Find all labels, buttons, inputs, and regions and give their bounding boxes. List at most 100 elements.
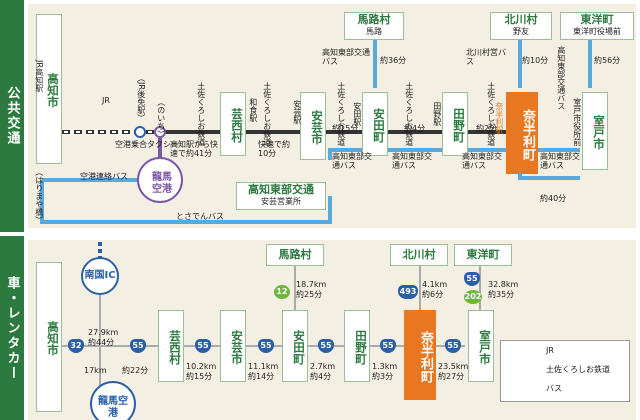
- dist-umaji: 18.7km: [296, 280, 327, 289]
- yasuda-name-bottom: 安田町: [292, 330, 306, 365]
- tosaden-label-1: 土佐くろしお鉄道: [196, 82, 206, 146]
- kochi-city-box: 高知市: [36, 14, 62, 164]
- tano-name-bottom: 田野町: [354, 330, 368, 365]
- kochitobu-sub: 安芸営業所: [261, 197, 301, 206]
- route-55-shield-e: 55: [380, 339, 396, 353]
- dist-1: 27.9km: [88, 328, 119, 337]
- kochitobu-name: 高知東部交通: [248, 183, 314, 196]
- dist-7: 23.5km: [438, 362, 469, 371]
- muroto-box: 室戸市: [582, 92, 608, 170]
- time-kitagawa: 約6分: [422, 290, 444, 299]
- aki-box: 安芸市: [300, 92, 326, 160]
- kochi-name-bottom: 高知市: [46, 321, 60, 356]
- time-3: 約15分: [186, 372, 213, 381]
- aki-name-bottom: 安芸市: [230, 330, 244, 365]
- legend-box: [500, 340, 630, 402]
- time-1: 約44分: [88, 338, 115, 347]
- kochitobu-box: 高知東部交通 安芸営業所: [236, 182, 326, 210]
- time-4: 約14分: [248, 372, 275, 381]
- tano-box-bottom: 田野町: [344, 310, 370, 382]
- airport-circle-top: [137, 157, 183, 203]
- tobu-bus-label-4: 高知東部交通バス: [540, 152, 580, 171]
- route-55-shield-a: 55: [130, 339, 146, 353]
- toyo-name-top: 東洋町: [580, 13, 614, 26]
- time-15-label: 約15分: [332, 124, 359, 133]
- noichi-station-dot: [154, 126, 166, 138]
- kitagawa-sub-top: 野友: [513, 27, 529, 36]
- dist-3: 10.2km: [186, 362, 217, 371]
- umaji-box-top: 馬路村 馬路: [344, 12, 404, 40]
- tosaden-label-2: 土佐くろしお鉄道: [262, 82, 272, 146]
- kochi-station-label: JR高知駅: [34, 60, 44, 92]
- airport-circle-bottom: [90, 381, 136, 420]
- time-2-label: 約2分: [476, 124, 498, 133]
- toyo-box-bottom: 東洋町: [454, 244, 512, 266]
- nahari-name-bottom: 奈半利町: [418, 330, 433, 383]
- dist-4: 11.1km: [248, 362, 279, 371]
- tano-station: 田野駅: [432, 102, 442, 126]
- time-56-label: 約56分: [594, 56, 621, 65]
- toyo-box-top: 東洋町 東洋町役場前: [560, 12, 634, 40]
- kitagawa-box-bottom: 北川村: [390, 244, 448, 266]
- dist-6: 1.3km: [372, 362, 398, 371]
- harimaya-label: （はりまや橋）: [34, 168, 44, 224]
- legend-bus: バス: [546, 384, 562, 393]
- muroto-name-bottom: 室戸市: [478, 330, 492, 365]
- jr-label: JR: [102, 96, 110, 105]
- rapid-10-label: 快速で約10分: [258, 140, 290, 159]
- nankoku-ic-label: 南国IC: [84, 270, 116, 281]
- ryoma-airport-top: 龍馬空港: [152, 172, 172, 195]
- tosaden-bus-line: [40, 180, 332, 224]
- route-55-shield-c: 55: [258, 339, 274, 353]
- muroto-station: 室戸市役所前: [572, 98, 582, 146]
- route-55-shield-f: 55: [445, 339, 461, 353]
- gomen-label: （JR後免駅）: [136, 74, 146, 122]
- geisei-name: 芸西村: [230, 108, 244, 143]
- tobu-bus-label-3: 高知東部交通バス: [462, 152, 502, 171]
- gomen-station-dot: [134, 126, 146, 138]
- tano-name: 田野町: [452, 108, 466, 143]
- tano-box: 田野町: [442, 92, 468, 156]
- time-5: 約4分: [310, 372, 332, 381]
- from-kochi-label: 高知駅から快速で約41分: [170, 140, 218, 159]
- legend-tosaden: 土佐くろしお鉄道: [546, 365, 610, 374]
- umaji-name-top: 馬路村: [357, 13, 391, 26]
- yasuda-box-bottom: 安田町: [282, 310, 308, 382]
- car-rental-label: 車・レンタカー: [0, 236, 24, 420]
- airport-bus-label: 空港連絡バス: [80, 172, 128, 181]
- dist-kitagawa: 4.1km: [422, 280, 448, 289]
- kitagawa-box-top: 北川村 野友: [490, 12, 552, 40]
- bus-lines: [40, 40, 592, 224]
- dist-toyo: 32.8km: [488, 280, 519, 289]
- route-55-shield-b: 55: [195, 339, 211, 353]
- umaji-box-bottom: 馬路村: [266, 244, 324, 266]
- tobu-bus-main-line: [328, 148, 580, 160]
- noichi-label: （のいち）: [156, 98, 166, 138]
- route-55-shield-toyo: 55: [464, 272, 480, 286]
- nahari-box-bottom: 奈半利町: [404, 310, 436, 400]
- tobu-bus-label-1: 高知東部交通バス: [332, 152, 372, 171]
- public-transport-label: 公共交通: [0, 0, 24, 232]
- nahari-station: 奈半利駅: [494, 102, 504, 134]
- time-4-label: 約4分: [404, 124, 426, 133]
- tosaden-label-3: 土佐くろしお鉄道: [336, 82, 346, 146]
- umaji-sub-top: 馬路: [366, 27, 382, 36]
- time-6: 約3分: [372, 372, 394, 381]
- toyo-sub-top: 東洋町役場前: [573, 27, 621, 36]
- yasuda-name: 安田町: [372, 108, 386, 143]
- route-55-shield-d: 55: [318, 339, 334, 353]
- time-toyo: 約35分: [488, 290, 515, 299]
- time-36-label: 約36分: [380, 56, 407, 65]
- tosaden-bus-label: とさでんバス: [176, 212, 224, 221]
- route-202-shield: 202: [464, 290, 482, 304]
- yasuda-station: 安田駅: [352, 102, 362, 126]
- geisei-box: 芸西村: [220, 92, 246, 156]
- geisei-name-bottom: 芸西村: [168, 330, 182, 365]
- nankoku-ic-circle: [81, 257, 119, 295]
- time-40-label: 約40分: [540, 194, 567, 203]
- aki-box-bottom: 安芸市: [220, 310, 246, 382]
- toyo-bus-label: 高知東部交通バス: [556, 46, 566, 110]
- time-10-label: 約10分: [522, 56, 549, 65]
- dist-2: 17km: [84, 366, 107, 375]
- route-32-shield: 32: [68, 339, 84, 353]
